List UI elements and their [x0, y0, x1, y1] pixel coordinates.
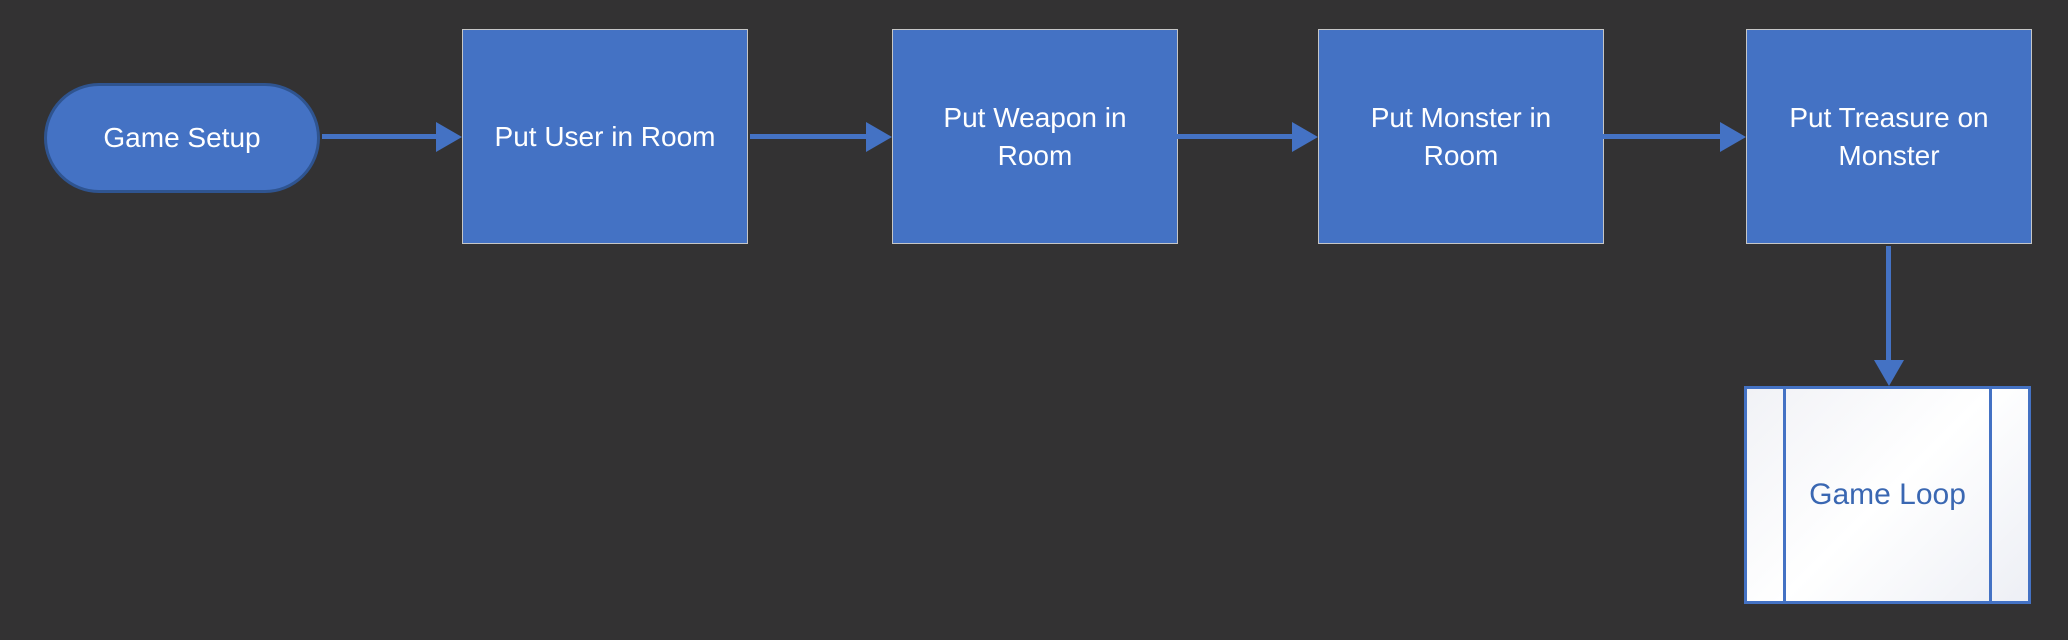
- node-game-setup[interactable]: Game Setup: [44, 83, 320, 193]
- arrow-line: [1603, 134, 1722, 139]
- node-label: Put Treasure on Monster: [1789, 101, 1989, 171]
- node-put-monster-in-room[interactable]: Put Monster in Room: [1318, 29, 1604, 244]
- arrow-head-icon: [1720, 122, 1746, 152]
- predefined-process-left-bar: [1783, 389, 1786, 601]
- connector-game-setup-to-put-user[interactable]: [322, 122, 462, 152]
- connector-put-user-to-put-weapon[interactable]: [750, 122, 892, 152]
- arrow-line: [1886, 246, 1891, 362]
- node-put-treasure-on-monster[interactable]: Put Treasure on Monster: [1746, 29, 2032, 244]
- node-put-weapon-in-room[interactable]: Put Weapon in Room: [892, 29, 1178, 244]
- node-put-user-in-room[interactable]: Put User in Room: [462, 29, 748, 244]
- node-game-loop[interactable]: Game Loop: [1744, 386, 2031, 604]
- arrow-head-icon: [866, 122, 892, 152]
- arrow-line: [1176, 134, 1294, 139]
- connector-put-weapon-to-put-monster[interactable]: [1176, 122, 1318, 152]
- connector-put-treasure-to-game-loop[interactable]: [1874, 246, 1904, 386]
- arrow-line: [750, 134, 868, 139]
- arrow-head-down-icon: [1874, 360, 1904, 386]
- arrow-head-icon: [436, 122, 462, 152]
- arrow-head-icon: [1292, 122, 1318, 152]
- arrow-line: [322, 134, 438, 139]
- connector-put-monster-to-put-treasure[interactable]: [1603, 122, 1746, 152]
- node-label: Game Setup: [103, 122, 261, 154]
- node-label: Put Weapon in Room: [943, 101, 1127, 171]
- predefined-process-right-bar: [1989, 389, 1992, 601]
- node-label: Put User in Room: [494, 120, 716, 152]
- node-label: Put Monster in Room: [1370, 101, 1552, 171]
- node-label: Game Loop: [1809, 477, 1966, 511]
